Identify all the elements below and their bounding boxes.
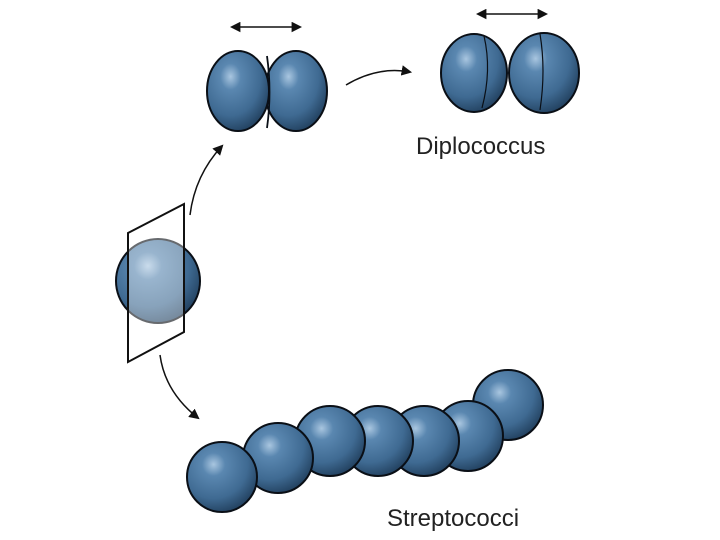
chain-cell xyxy=(186,441,258,513)
diplococcus-cell-left xyxy=(440,33,508,113)
pair-cell-right xyxy=(264,50,328,132)
diplococcus-label: Diplococcus xyxy=(416,133,545,160)
streptococci-chain xyxy=(186,369,544,513)
cell-wall-line xyxy=(481,35,489,109)
single-coccus-cell xyxy=(115,238,201,324)
streptococci-label: Streptococci xyxy=(387,505,519,532)
cell-wall-line xyxy=(539,33,544,111)
curved-arrow-icon xyxy=(159,354,200,420)
septum-line xyxy=(266,55,271,129)
pair-cell-left xyxy=(206,50,270,132)
curved-arrow-icon xyxy=(345,65,413,86)
curved-arrow-icon xyxy=(189,144,224,216)
dividing-pair xyxy=(206,50,328,132)
diplococcus xyxy=(440,32,580,114)
division-plane xyxy=(127,202,185,364)
diplococcus-cell-right xyxy=(508,32,580,114)
dividing-cell xyxy=(115,202,201,364)
